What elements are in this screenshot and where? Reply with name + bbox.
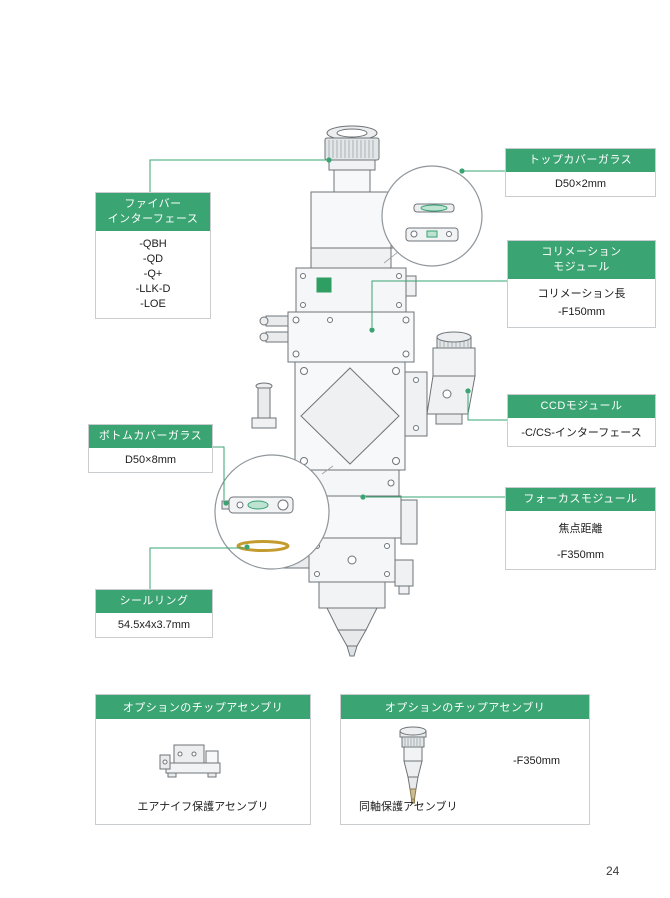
callout-fiber-title: ファイバー インターフェース [96,193,210,231]
callout-collimation-title: コリメーション モジュール [508,241,655,279]
option-coaxial-spec: -F350mm [513,755,561,767]
option-air-knife-caption: エアナイフ保護アセンブリ [137,801,269,813]
option-coaxial-title: オプションのチップアセンブリ [341,695,589,719]
callout-fiber-interface: ファイバー インターフェース -QBH -QD -Q+ -LLK-D -LOE [95,192,211,319]
coaxial-nozzle-drawing [399,726,427,804]
callout-ccd-value: -C/CS-インターフェース [521,426,642,439]
fiber-option-item: -LOE [140,297,166,310]
option-air-knife-title: オプションのチップアセンブリ [96,695,310,719]
connector-dots [223,157,471,550]
callout-fiber-title-line2: インターフェース [107,212,199,225]
callout-ccd-title: CCDモジュール [508,395,655,418]
callout-focus-body: 焦点距離 -F350mm [506,511,655,569]
option-box-air-knife: オプションのチップアセンブリ エアナイフ保護アセンブリ [95,694,311,825]
fiber-option-item: -QBH [139,237,167,250]
callout-ccd-module: CCDモジュール -C/CS-インターフェース [507,394,656,447]
callout-focus-module: フォーカスモジュール 焦点距離 -F350mm [505,487,656,570]
callout-seal-title: シールリング [96,590,212,613]
collimation-length-label: コリメーション長 [537,287,626,300]
air-knife-assembly-drawing [159,744,221,778]
callout-collimation-body: コリメーション長 -F150mm [508,279,655,327]
option-box-coaxial: オプションのチップアセンブリ -F350mm 同軸保護アセンブリ [340,694,590,825]
callout-focus-title: フォーカスモジュール [506,488,655,511]
callout-fiber-title-line1: ファイバー [124,198,182,210]
callout-bottom-cover-title: ボトムカバーガラス [89,425,212,448]
fiber-option-item: -Q+ [143,267,163,280]
callout-seal-ring: シールリング 54.5x4x3.7mm [95,589,213,638]
callout-bottom-cover-glass: ボトムカバーガラス D50×8mm [88,424,213,473]
callout-top-cover-value: D50×2mm [554,177,607,190]
collimation-length-value: -F150mm [557,305,606,318]
option-coaxial-caption: 同軸保護アセンブリ [359,801,458,813]
seal-ring-drawing [236,540,290,552]
detail-circle-bottom-cover [214,454,334,570]
callout-bottom-cover-value: D50×8mm [124,453,177,466]
detail-circle-top-cover [381,165,483,267]
callout-collimation-module: コリメーション モジュール コリメーション長 -F150mm [507,240,656,328]
callout-connector-lines [149,159,507,589]
focal-length-value: -F350mm [556,548,605,561]
page-number: 24 [606,864,620,878]
callout-top-cover-title: トップカバーガラス [506,149,655,172]
callout-collimation-title-line2: モジュール [553,260,610,273]
callout-top-cover-glass: トップカバーガラス D50×2mm [505,148,656,197]
focal-length-label: 焦点距離 [558,522,603,535]
callout-seal-value: 54.5x4x3.7mm [117,618,191,631]
callout-collimation-title-line1: コリメーション [541,246,622,258]
callout-fiber-body: -QBH -QD -Q+ -LLK-D -LOE [96,231,210,318]
fiber-option-item: -QD [142,252,164,265]
fiber-option-item: -LLK-D [135,282,171,295]
